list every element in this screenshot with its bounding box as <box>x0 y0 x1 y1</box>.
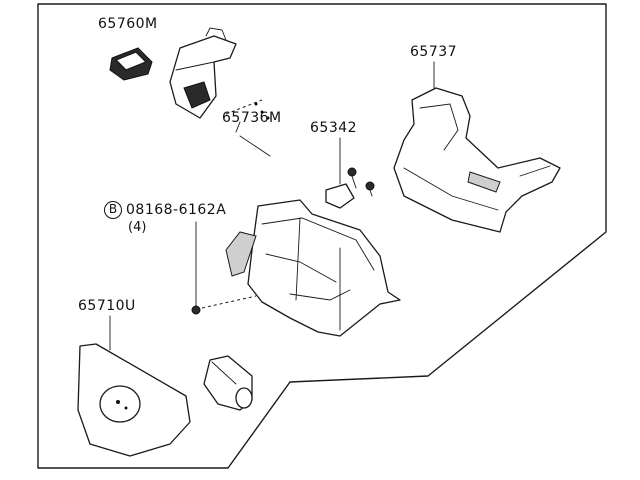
callout-65736M: 65736M <box>222 110 282 126</box>
bolt-08168-graphic <box>191 295 257 315</box>
callout-65737: 65737 <box>410 44 458 60</box>
part-65760M-graphic <box>109 47 153 81</box>
bolt-type-badge: B <box>104 201 122 219</box>
callout-65342: 65342 <box>310 120 358 136</box>
cylinder-part-graphic <box>203 355 253 411</box>
part-65737-graphic <box>393 87 561 233</box>
part-65710U-graphic <box>77 343 191 457</box>
leader-65736M <box>235 121 241 133</box>
callout-08168-6162A: 08168-6162A <box>126 202 227 218</box>
quantity-08168: (4) <box>128 220 147 235</box>
center-frame-graphic <box>225 199 401 337</box>
callout-65760M: 65760M <box>98 16 158 32</box>
part-65736M-graphic <box>169 27 271 157</box>
callout-65710U: 65710U <box>78 298 136 314</box>
diagram-frame <box>37 3 607 469</box>
part-65342-graphic <box>325 167 375 209</box>
